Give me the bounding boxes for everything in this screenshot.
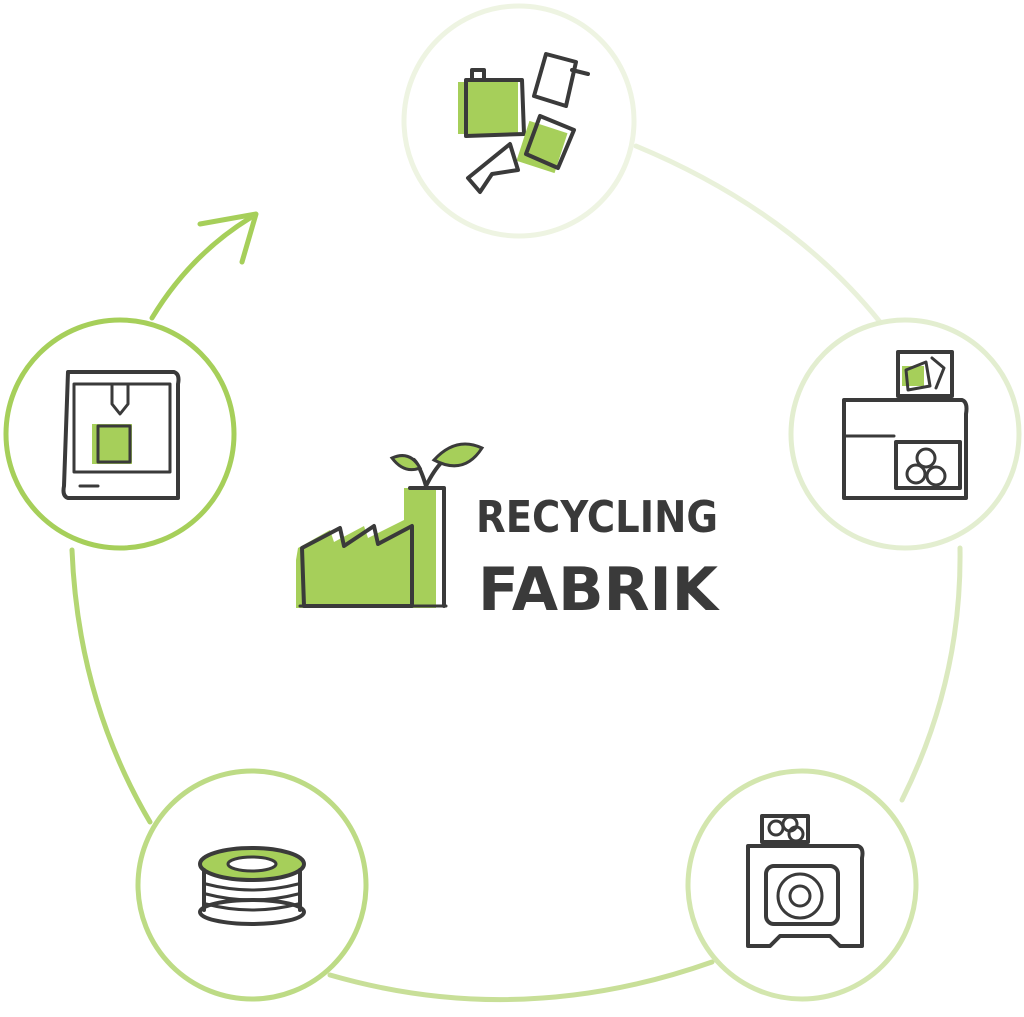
logo-line-2: FABRIK — [478, 555, 720, 625]
station-shredder — [788, 317, 1022, 551]
shredder-machine-icon — [842, 350, 969, 500]
arc-printer-to-start — [149, 215, 253, 321]
logo-line-1: RECYCLING — [476, 492, 718, 543]
station-3d-printer — [3, 317, 237, 551]
sprout-icon — [389, 442, 485, 488]
arc-waste-to-shredder — [633, 143, 883, 325]
arc-shredder-to-extruder — [899, 545, 963, 803]
station-ring — [401, 3, 637, 239]
factory-icon — [296, 486, 448, 608]
extruder-machine-icon — [746, 814, 865, 948]
arc-extruder-to-spool — [327, 959, 715, 1003]
cycle-arcs — [69, 143, 963, 1003]
filament-spool-icon — [198, 846, 306, 926]
station-plastic-waste — [401, 3, 637, 239]
station-ring — [788, 317, 1022, 551]
station-filament-spool — [135, 768, 369, 1002]
station-ring — [135, 768, 369, 1002]
arc-spool-to-printer — [69, 547, 153, 825]
cycle-arrowhead — [197, 211, 259, 265]
station-extruder — [685, 768, 919, 1002]
brand-logo: RECYCLING FABRIK — [296, 442, 720, 625]
plastic-waste-pieces-icon — [458, 52, 590, 194]
3d-printer-icon — [61, 370, 181, 500]
